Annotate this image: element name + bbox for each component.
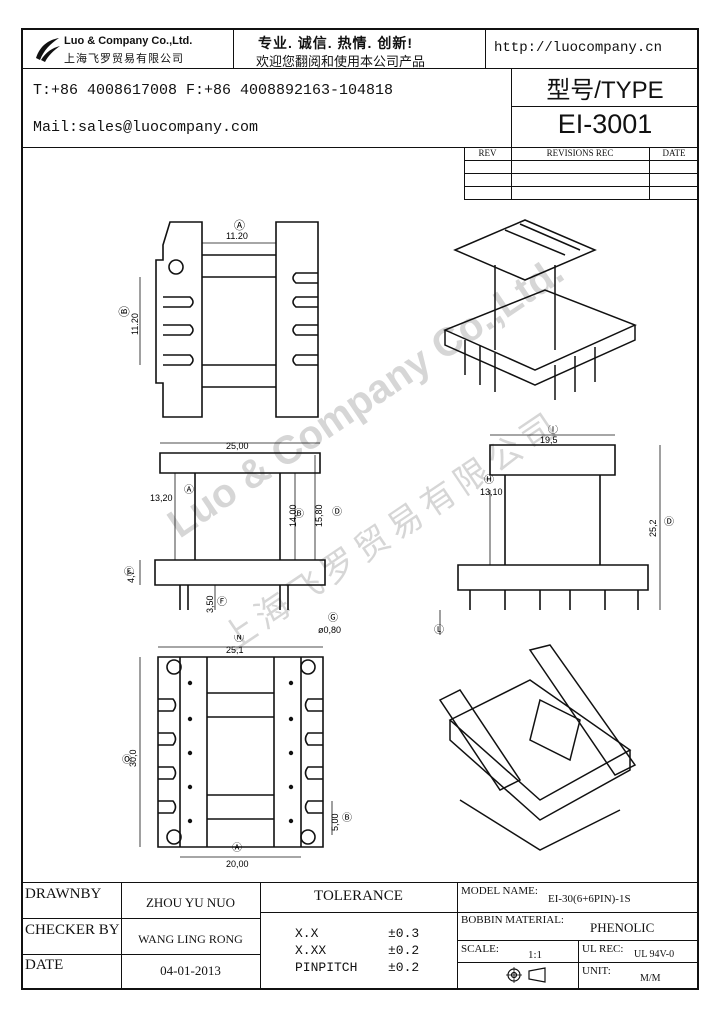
date-label: DATE: [25, 957, 64, 973]
phone-fax: T:+86 4008617008 F:+86 4008892163-104818: [33, 82, 394, 99]
bottom-dim-h: 30,0: [128, 749, 138, 767]
checker-label: CHECKER BY: [25, 922, 120, 938]
front-dim-w: 25,00: [226, 441, 249, 451]
top-dim-a: 11.20: [226, 231, 248, 241]
tol-row-3-val: ±0.2: [388, 960, 420, 975]
date-value: 04-01-2013: [160, 963, 221, 978]
front-dim-p1: 3,50: [205, 595, 215, 613]
front-dim-h3: 15,80: [314, 504, 324, 527]
scale-label: SCALE:: [461, 943, 499, 955]
drawnby-label: DRAWNBY: [25, 886, 102, 902]
revisions-rec-header: REVISIONS REC: [546, 148, 614, 158]
drawing-frame: [21, 28, 699, 990]
side-mark-w: Ⓘ: [548, 425, 558, 436]
drawnby-value: ZHOU YU NUO: [145, 895, 236, 910]
side-dim-h2: 25,2: [648, 519, 658, 537]
bobbin-value: PHENOLIC: [590, 920, 655, 935]
bobbin-label: BOBBIN MATERIAL:: [461, 914, 564, 926]
side-mark-1: Ⓛ: [434, 624, 444, 636]
website-link[interactable]: http://luocompany.cn: [494, 40, 663, 56]
top-mark-a: Ⓐ: [234, 219, 245, 232]
front-mark-w: Ⓐ: [184, 484, 194, 496]
bottom-dim-s: 5,00: [330, 813, 340, 831]
company-name-en: Luo & Company Co.,Ltd.: [64, 35, 193, 47]
front-dim-h4: 4,7: [126, 570, 136, 583]
projection-symbol-icon: [505, 966, 549, 989]
side-view-drawing: 19,5 Ⓘ 13,10 Ⓗ 25,2 Ⓓ Ⓛ: [434, 425, 674, 636]
bottom-mark-b: Ⓐ: [232, 842, 242, 854]
top-dim-b: 11.20: [130, 313, 140, 335]
type-value: EI-3001: [557, 109, 653, 139]
unit-label: UNIT:: [582, 965, 611, 977]
company-logo: [32, 36, 62, 64]
tol-row-3-key: PINPITCH: [295, 960, 358, 975]
model-label: MODEL NAME:: [461, 885, 538, 897]
company-name-cn: 上海飞罗贸易有限公司: [64, 53, 184, 65]
bottom-mark-h: Ⓞ: [122, 754, 132, 766]
tol-row-1-val: ±0.3: [388, 926, 420, 941]
side-mark-h2: Ⓓ: [664, 516, 674, 528]
bottom-dim-w: 25,1: [226, 645, 244, 655]
front-view-drawing: 25,00 Ⓐ 13,20 Ⓑ 14,00 15,80 Ⓓ 4,7 Ⓔ 3,50…: [124, 441, 342, 635]
front-dim-h2: 14,00: [288, 504, 298, 527]
front-dim-pin: ø0,80: [318, 625, 341, 635]
slogan-line-2: 欢迎您翻阅和使用本公司产品: [256, 54, 426, 69]
iso-view-top: [443, 219, 637, 400]
front-mark-h1: Ⓑ: [294, 508, 304, 520]
front-dim-h1: 13,20: [150, 493, 173, 503]
bottom-dim-b: 20,00: [226, 859, 249, 869]
tol-row-1-key: X.X: [295, 926, 319, 941]
side-dim-w: 19,5: [540, 435, 558, 445]
side-mark-h1: Ⓗ: [484, 474, 494, 486]
bottom-mark-w: Ⓝ: [234, 635, 244, 644]
rev-header: REV: [478, 148, 497, 158]
scale-value: 1:1: [528, 949, 543, 961]
rev-date-header: DATE: [662, 148, 686, 158]
front-mark-pin: Ⓖ: [328, 612, 338, 624]
tol-row-2-key: X.XX: [295, 943, 327, 958]
top-mark-b: Ⓑ: [118, 306, 131, 317]
side-dim-h1: 13,10: [480, 487, 503, 497]
model-value: EI-30(6+6PIN)-1S: [548, 893, 631, 905]
email: Mail:sales@luocompany.com: [33, 119, 259, 136]
type-label: 型号/TYPE: [546, 77, 664, 104]
tol-row-2-val: ±0.2: [388, 943, 420, 958]
tolerance-label: TOLERANCE: [314, 888, 403, 904]
bottom-view-drawing: 25,1 Ⓝ 30,0 Ⓞ 5,00 Ⓑ 20,00 Ⓐ: [122, 635, 352, 869]
checker-value: WANG LING RONG: [138, 932, 243, 946]
front-mark-p1: Ⓕ: [217, 596, 227, 608]
front-mark-h3: Ⓓ: [332, 506, 342, 518]
top-view-drawing: 11.20 Ⓐ 11.20 Ⓑ: [118, 219, 319, 418]
ulrec-label: UL REC:: [582, 943, 624, 955]
bottom-mark-s: Ⓑ: [342, 812, 352, 824]
front-mark-h4: Ⓔ: [124, 566, 134, 578]
unit-value: M/M: [640, 973, 661, 984]
slogan-line-1: 专业. 诚信. 热情. 创新!: [258, 35, 413, 51]
ulrec-value: UL 94V-0: [634, 949, 675, 960]
iso-view-bottom: [438, 644, 637, 851]
